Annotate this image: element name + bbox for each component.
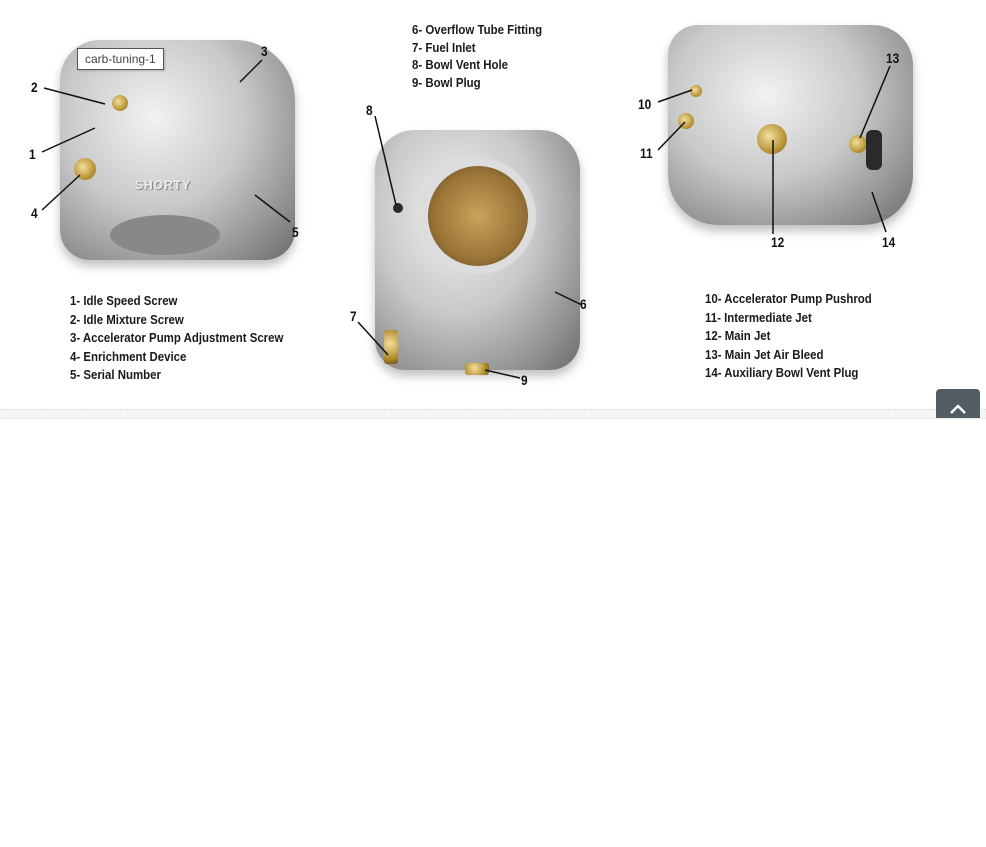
callout-3: 3 — [261, 43, 268, 59]
callout-14: 14 — [882, 234, 896, 250]
carburetor-diagram-image: SHORTY 1 2 3 4 5 6 7 8 9 10 11 12 13 14 … — [0, 0, 986, 410]
callout-2: 2 — [31, 79, 38, 95]
fuel-inlet-fitting — [384, 330, 398, 364]
accelerator-pump-pushrod — [690, 85, 702, 97]
callout-5: 5 — [292, 224, 299, 240]
legend-item: 14- Auxiliary Bowl Vent Plug — [705, 365, 859, 380]
legend-item: 8- Bowl Vent Hole — [412, 57, 508, 72]
legend-item: 5- Serial Number — [70, 367, 161, 382]
legend-item: 1- Idle Speed Screw — [70, 293, 178, 308]
legend-item: 11- Intermediate Jet — [705, 309, 812, 325]
callout-1: 1 — [29, 146, 36, 162]
carburetor-bottom-view — [668, 25, 913, 225]
bowl-vent-hole — [393, 203, 403, 213]
legend-center: 6- Overflow Tube Fitting 7- Fuel Inlet 8… — [412, 21, 542, 91]
chevron-up-icon — [950, 404, 966, 414]
legend-item: 12- Main Jet — [705, 328, 771, 343]
legend-item: 10- Accelerator Pump Pushrod — [705, 291, 872, 306]
throttle-bore — [110, 215, 220, 255]
idle-mixture-screw — [112, 95, 128, 111]
legend-item: 7- Fuel Inlet — [412, 39, 476, 55]
bowl-plug — [465, 363, 489, 375]
section-divider — [0, 409, 986, 419]
main-jet-air-bleed — [849, 135, 867, 153]
callout-7: 7 — [350, 308, 357, 324]
legend-item: 2- Idle Mixture Screw — [70, 311, 184, 327]
legend-item: 13- Main Jet Air Bleed — [705, 346, 824, 362]
back-to-top-button[interactable] — [936, 389, 980, 418]
callout-9: 9 — [521, 372, 528, 388]
legend-item: 9- Bowl Plug — [412, 74, 481, 90]
legend-right: 10- Accelerator Pump Pushrod 11- Interme… — [705, 290, 872, 383]
aux-bowl-vent — [866, 130, 882, 170]
callout-4: 4 — [31, 205, 38, 221]
callout-leader-lines — [41, 59, 891, 379]
callout-8: 8 — [366, 102, 373, 118]
callout-13: 13 — [886, 50, 900, 66]
callout-10: 10 — [638, 96, 652, 112]
image-title-tooltip: carb-tuning-1 — [77, 48, 164, 70]
legend-item: 4- Enrichment Device — [70, 348, 187, 364]
callout-6: 6 — [580, 296, 587, 312]
main-jet — [757, 124, 787, 154]
callout-12: 12 — [771, 234, 785, 250]
shorty-stamp: SHORTY — [135, 178, 192, 192]
legend-item: 6- Overflow Tube Fitting — [412, 22, 543, 37]
carburetor-throat — [420, 158, 536, 274]
callout-11: 11 — [640, 145, 653, 161]
legend-left: 1- Idle Speed Screw 2- Idle Mixture Scre… — [70, 292, 283, 385]
legend-item: 3- Accelerator Pump Adjustment Screw — [70, 330, 284, 345]
